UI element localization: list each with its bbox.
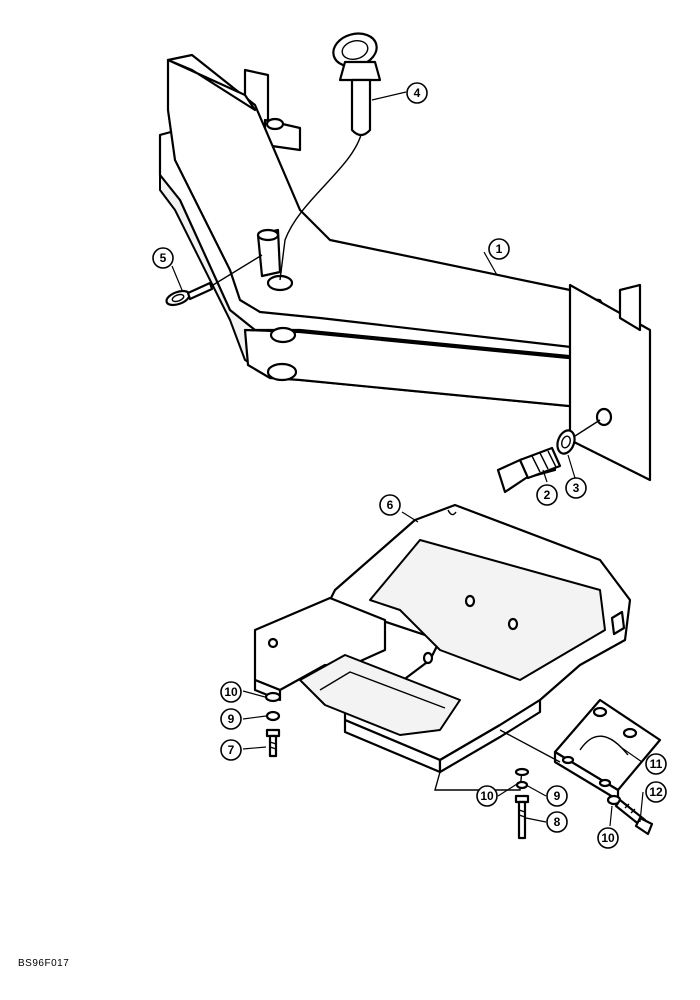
callout-7: 7 <box>220 739 242 761</box>
figure-reference: BS96F017 <box>18 958 70 969</box>
callout-1-label: 1 <box>496 242 503 256</box>
pin-with-ring <box>279 32 382 281</box>
callout-9-left-label: 9 <box>228 712 235 726</box>
callout-12-label: 12 <box>649 785 663 799</box>
callout-3: 3 <box>565 477 587 499</box>
mounting-base <box>253 503 632 774</box>
leader-lines <box>171 91 644 827</box>
callout-2: 2 <box>536 484 558 506</box>
callout-3-label: 3 <box>573 481 580 495</box>
callout-10-left-label: 10 <box>224 685 238 699</box>
callout-1: 1 <box>488 238 510 260</box>
callout-6: 6 <box>379 494 401 516</box>
callout-10-right: 10 <box>597 827 619 849</box>
fastener-stack-left <box>264 691 282 758</box>
callout-9-right: 9 <box>546 785 568 807</box>
lock-pin <box>165 228 282 307</box>
callout-4: 4 <box>406 82 428 104</box>
fastener-stack-right <box>434 767 530 840</box>
callout-8-label: 8 <box>554 815 561 829</box>
bracket <box>499 698 662 802</box>
bracket-bolt <box>606 794 654 836</box>
callout-11: 11 <box>645 753 667 775</box>
callout-2-label: 2 <box>544 488 551 502</box>
boom-mount-assembly <box>158 53 652 482</box>
callout-4-label: 4 <box>414 86 421 100</box>
callout-10-right-label: 10 <box>601 831 615 845</box>
callout-9-left: 9 <box>220 708 242 730</box>
callout-10-middle-label: 10 <box>480 789 494 803</box>
callout-10-left: 10 <box>220 681 242 703</box>
callout-7-label: 7 <box>228 743 235 757</box>
callout-5-label: 5 <box>160 251 167 265</box>
callout-8: 8 <box>546 811 568 833</box>
callout-9-right-label: 9 <box>554 789 561 803</box>
callout-6-label: 6 <box>387 498 394 512</box>
callout-10-middle: 10 <box>476 785 498 807</box>
callout-11-label: 11 <box>650 757 663 771</box>
callout-12: 12 <box>645 781 667 803</box>
callout-5: 5 <box>152 247 174 269</box>
bolt-and-washer <box>496 419 601 494</box>
